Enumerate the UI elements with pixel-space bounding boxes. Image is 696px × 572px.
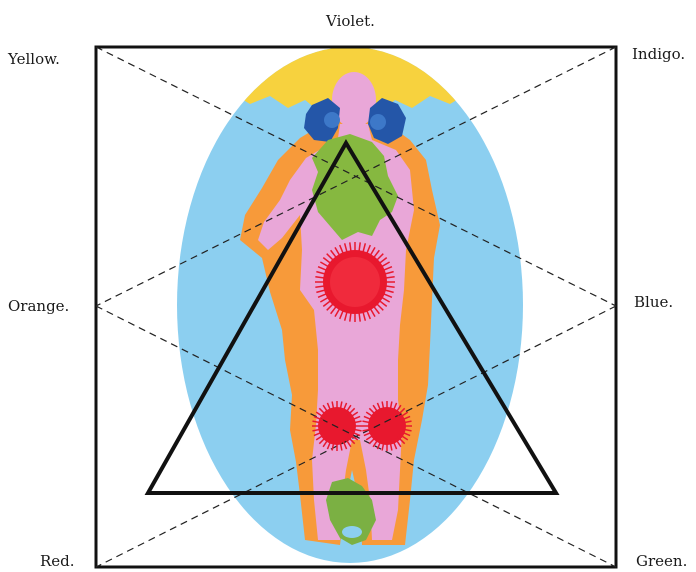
label-red: Red.: [40, 552, 75, 570]
label-indigo: Indigo.: [632, 45, 685, 63]
label-green: Green.: [636, 552, 687, 570]
label-yellow: Yellow.: [8, 50, 60, 68]
label-orange: Orange.: [8, 297, 69, 315]
label-violet: Violet.: [326, 12, 375, 30]
label-blue: Blue.: [634, 293, 673, 311]
feet-blue-spot: [342, 526, 362, 538]
